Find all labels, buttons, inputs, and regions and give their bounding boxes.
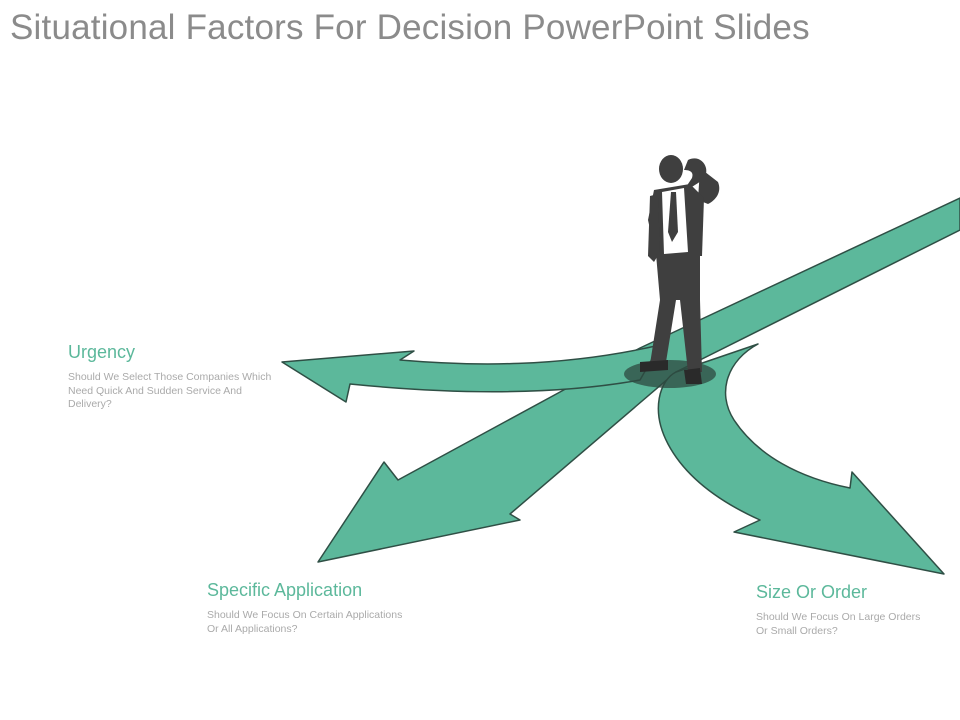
factor-heading: Size Or Order xyxy=(756,582,868,602)
arrow-urgency xyxy=(281,344,661,403)
factor-specific-application: Specific Application Should We Focus On … xyxy=(207,580,407,636)
factor-heading: Specific Application xyxy=(207,580,363,600)
factor-description: Should We Select Those Companies Which N… xyxy=(68,371,272,410)
factor-urgency: Urgency Should We Select Those Companies… xyxy=(68,342,278,412)
arrow-size-order xyxy=(657,343,945,575)
thinking-businessman-icon xyxy=(640,155,720,384)
figure-shadow xyxy=(624,360,716,388)
factor-description: Should We Focus On Large Orders Or Small… xyxy=(756,611,921,637)
factor-description: Should We Focus On Certain Applications … xyxy=(207,609,403,635)
factor-size-or-order: Size Or Order Should We Focus On Large O… xyxy=(756,582,926,638)
page-title: Situational Factors For Decision PowerPo… xyxy=(10,8,810,47)
factor-heading: Urgency xyxy=(68,342,136,362)
